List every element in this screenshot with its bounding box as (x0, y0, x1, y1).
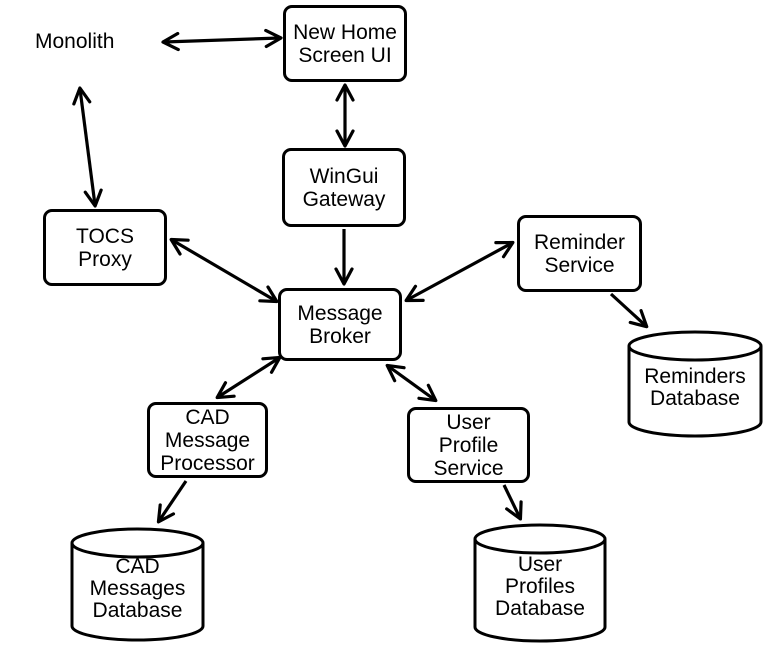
node-message-broker: Message Broker (278, 288, 402, 361)
node-label-line: User (446, 410, 491, 434)
node-label-line: WinGui (309, 164, 379, 188)
node-label-line: Profile (438, 433, 499, 457)
node-label-line: Screen UI (298, 43, 392, 67)
node-monolith: Monolith (35, 30, 115, 53)
edge-monolith-tocs-proxy (72, 86, 103, 208)
node-label-line: Database (650, 387, 740, 410)
node-label-line: User (517, 553, 563, 576)
edge-message-broker-cad-message-processor (215, 355, 282, 400)
node-label-line: CAD (115, 555, 160, 578)
database-cylinder-icon (627, 330, 763, 438)
node-label-line: Database (495, 597, 585, 620)
node-cad-message-processor: CAD Message Processor (147, 402, 268, 478)
edge-message-broker-reminder-service (404, 240, 515, 303)
database-cylinder-icon (473, 523, 607, 643)
node-label-line: Messages (89, 577, 186, 600)
node-reminders-database: Reminders Database (627, 330, 763, 438)
node-reminder-service: Reminder Service (517, 215, 642, 292)
node-label-line: Reminders (644, 365, 746, 388)
node-label-line: Proxy (78, 247, 132, 271)
node-label-line: TOCS (76, 224, 134, 248)
node-label-line: Broker (309, 324, 371, 348)
node-label-line: CAD (185, 405, 230, 429)
node-new-home-screen-ui: New Home Screen UI (283, 5, 407, 82)
edge-user-profile-service-user-profiles-database (502, 484, 523, 521)
node-label-line: Gateway (302, 187, 386, 211)
node-label-line: Service (544, 253, 615, 277)
edge-monolith-new-home-screen-ui (161, 28, 283, 52)
node-label-line: Service (433, 456, 504, 480)
node-label-line: Message (297, 301, 383, 325)
node-label-line: Processor (160, 451, 255, 475)
edge-cad-message-processor-cad-messages-database (156, 480, 188, 524)
node-label-line: Database (92, 599, 183, 622)
database-cylinder-icon (70, 527, 205, 642)
node-label-line: Reminder (533, 230, 626, 254)
node-user-profiles-database: User Profiles Database (473, 523, 607, 643)
node-user-profile-service: User Profile Service (407, 407, 530, 483)
edge-tocs-proxy-message-broker (169, 237, 279, 304)
node-label-line: New Home (293, 20, 397, 44)
node-label-line: Profiles (504, 575, 576, 598)
node-label-line: Message (164, 428, 251, 452)
node-cad-messages-database: CAD Messages Database (70, 527, 205, 642)
edge-message-broker-user-profile-service (385, 363, 438, 403)
node-wingui-gateway: WinGui Gateway (282, 148, 406, 227)
node-tocs-proxy: TOCS Proxy (43, 209, 167, 286)
edge-reminder-service-reminders-database (609, 292, 649, 329)
